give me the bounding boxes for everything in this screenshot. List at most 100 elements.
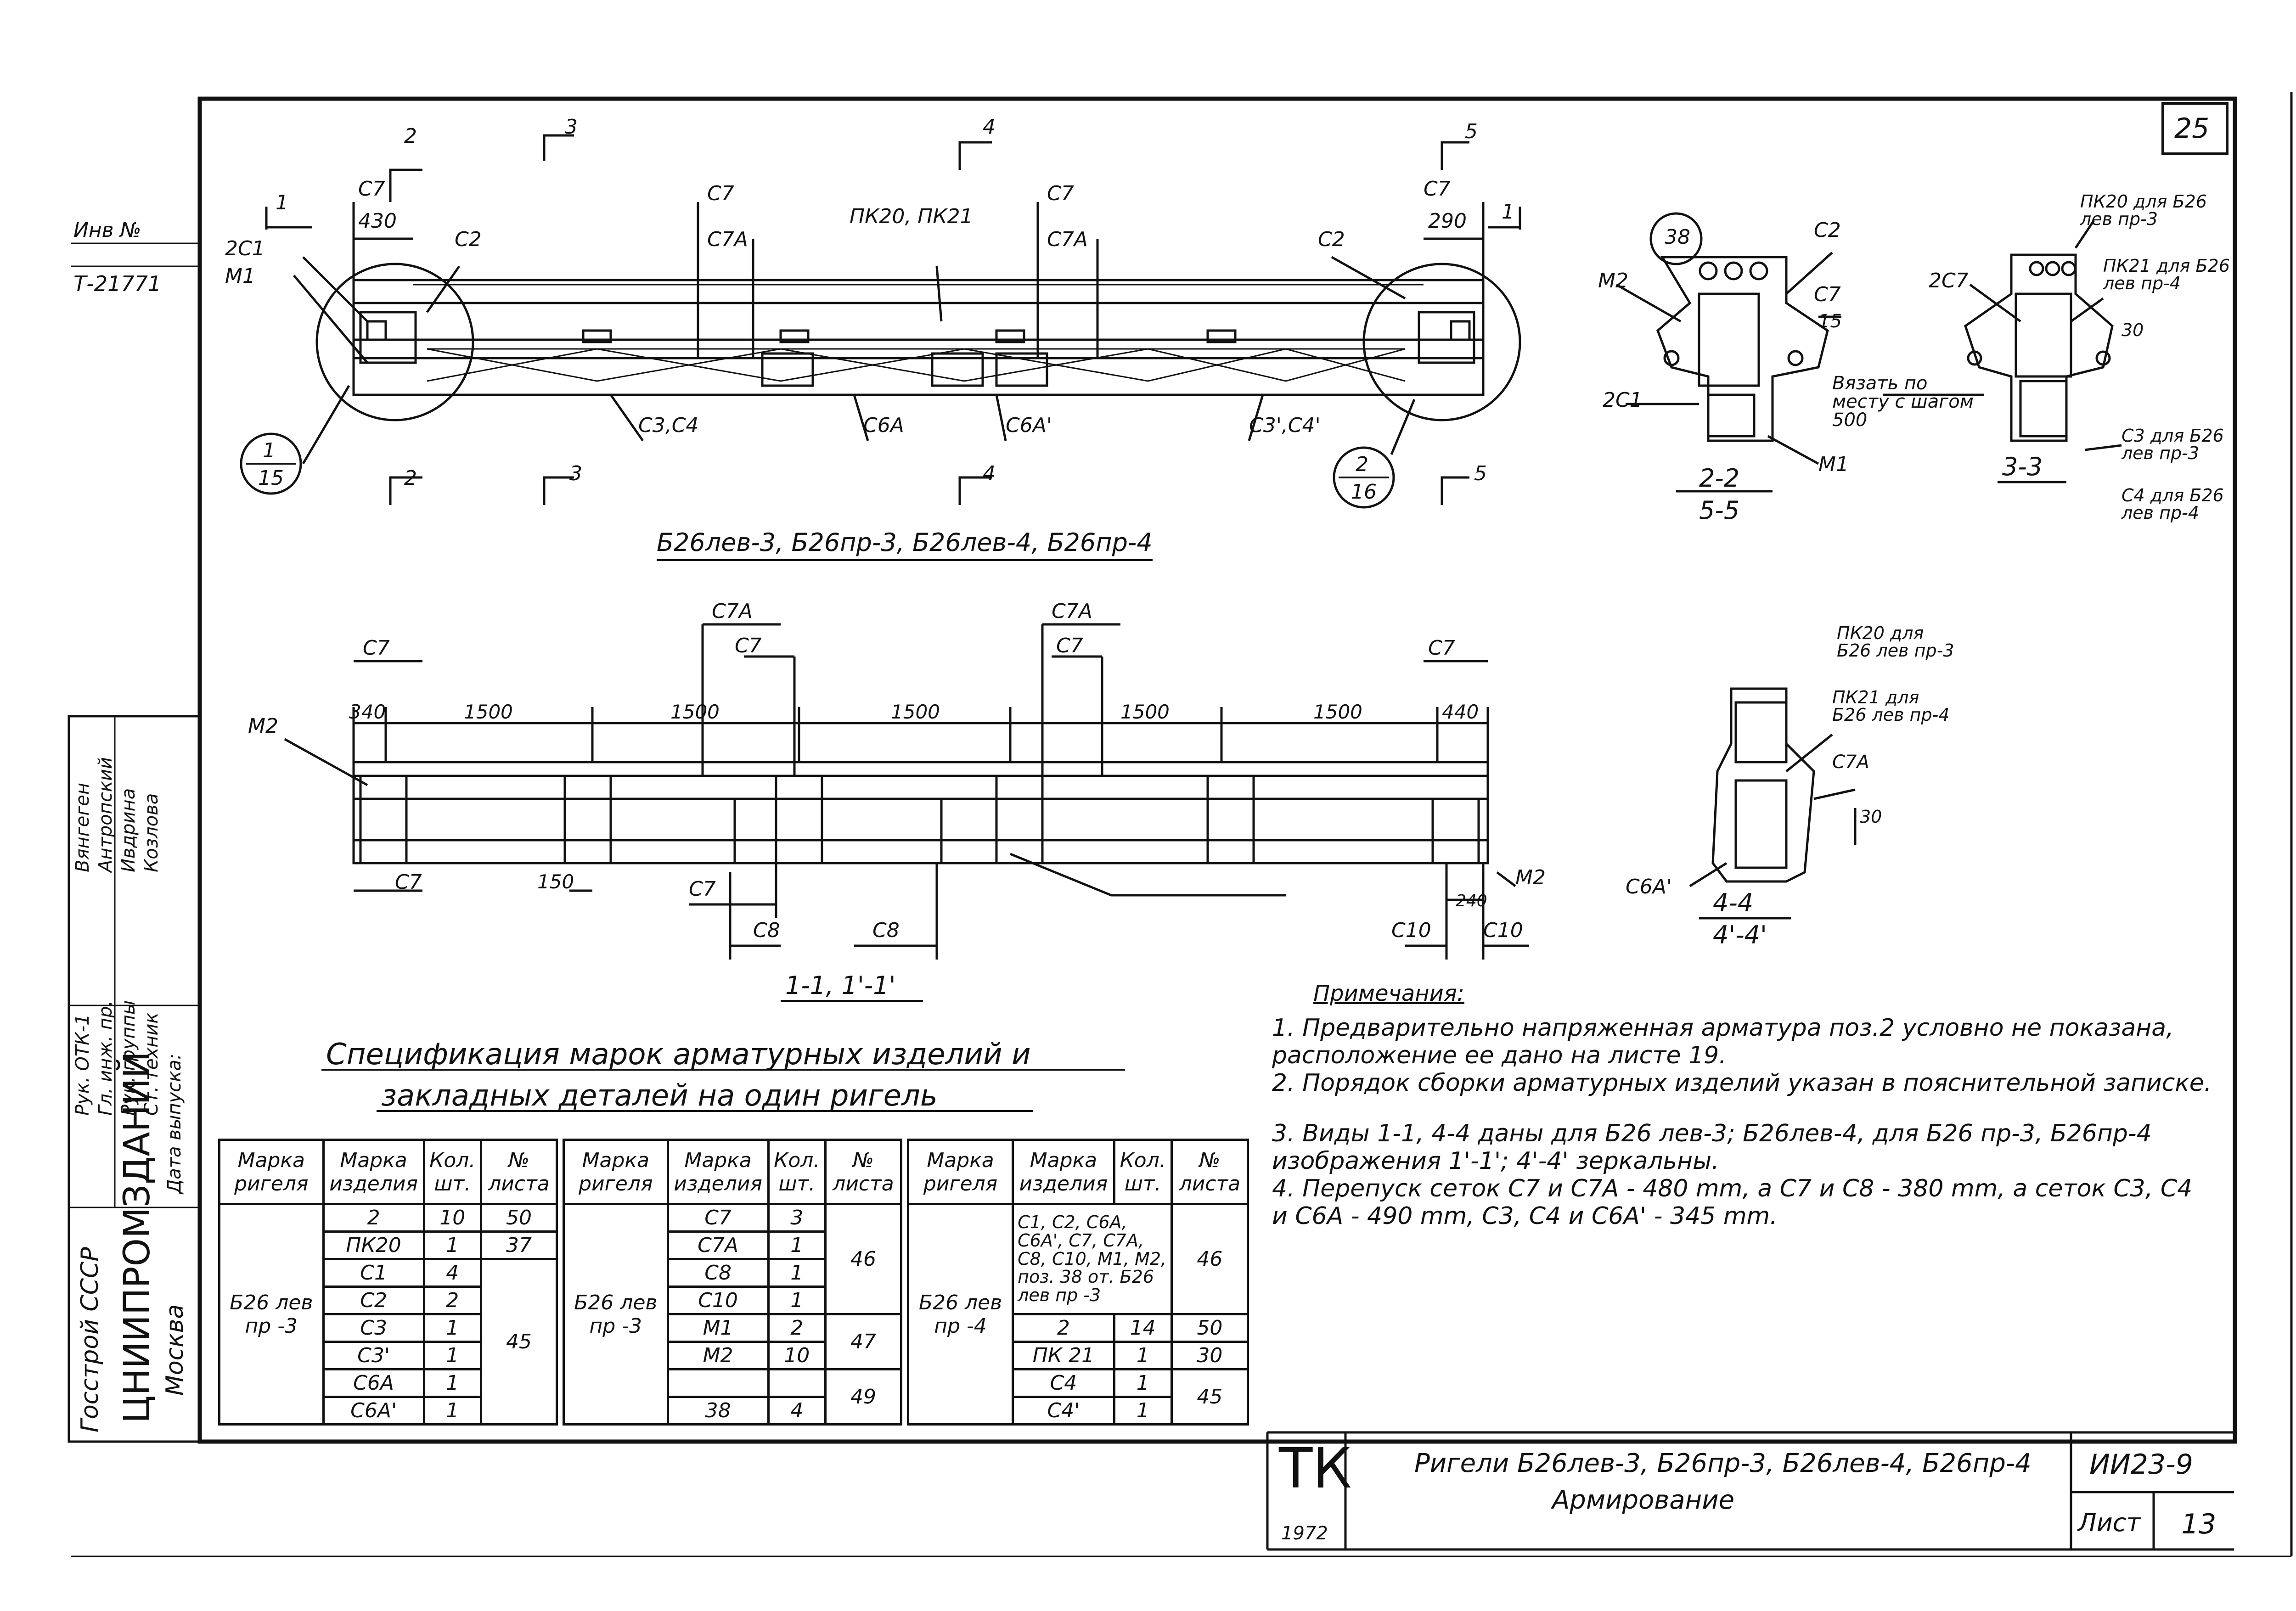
sec33-caption: 3-3: [2002, 452, 2043, 481]
sec22-m1: М1: [1818, 453, 1849, 476]
t3-mark: Б26 лев пр -4: [906, 1203, 1014, 1426]
t1-r1-sheet: 37: [479, 1230, 558, 1260]
plan-m2-left: М2: [248, 714, 278, 738]
label-m1: М1: [225, 264, 255, 288]
plan-dim-1500-5: 1500: [1313, 701, 1362, 723]
t2-r6-item: [666, 1368, 770, 1398]
label-c7a-mid1: С7А: [707, 228, 748, 251]
sec44-c6a-prime: С6А': [1626, 875, 1672, 898]
sec33-pk20: ПК20 для Б26 лев пр-3: [2080, 191, 2207, 229]
spec-title-1: Спецификация марок арматурных изделий и: [326, 1038, 1031, 1072]
note-1: 1. Предварительно напряженная арматура п…: [1272, 1014, 2174, 1069]
plan-dim-150: 150: [537, 870, 574, 893]
plan-dim-1500-4: 1500: [1120, 701, 1170, 723]
t3-r1-qty: 1: [1113, 1341, 1173, 1370]
cut-label-2-bottom: 2: [404, 466, 417, 490]
t1-r5-item: С3': [322, 1341, 425, 1370]
t2-h-qty: Кол. шт.: [767, 1139, 827, 1205]
plan-dim-340: 340: [349, 701, 386, 723]
callout-left-sheet: 15: [258, 466, 284, 490]
t1-mark: Б26 лев пр -3: [218, 1203, 325, 1426]
cut-label-5-top: 5: [1465, 120, 1478, 143]
cut-label-1-right: 1: [1502, 200, 1514, 224]
label-c6a: С6А: [863, 414, 904, 437]
t1-h-qty: Кол. шт.: [422, 1139, 482, 1205]
name-2: Антропский: [95, 757, 116, 872]
stamp-doc: ИИ23-9: [2089, 1448, 2193, 1481]
t2-sheet-46: 46: [824, 1203, 903, 1315]
plan-c7-bl: С7: [395, 870, 422, 894]
plan-dim-1500-2: 1500: [670, 701, 720, 723]
t3-r3-qty: 1: [1113, 1396, 1173, 1426]
stamp-sheet-number: 13: [2181, 1508, 2217, 1540]
stamp-tk: ТК: [1279, 1437, 1352, 1501]
plan-c7a-2: С7А: [1052, 600, 1092, 623]
sec33-c3: С3 для Б26 лев пр-3: [2122, 426, 2224, 463]
plan-c7a-1: С7А: [712, 600, 753, 623]
plan-m2-right: М2: [1515, 866, 1546, 889]
role-5: Дата выпуска:: [164, 1053, 185, 1194]
t2-r0-qty: 3: [767, 1203, 827, 1233]
sheet-number: 25: [2174, 112, 2210, 145]
sec44-c7a: С7А: [1832, 752, 1869, 773]
t1-r6-qty: 1: [422, 1368, 482, 1398]
t3-h-sheet: № листа: [1170, 1139, 1249, 1205]
role-3: Рук. группы: [118, 1000, 139, 1116]
plan-c7-2: С7: [1056, 634, 1083, 657]
t2-h-item: Марка изделия: [666, 1139, 770, 1205]
t1-r0-qty: 10: [422, 1203, 482, 1233]
t1-r4-qty: 1: [422, 1313, 482, 1343]
name-1: Вянгеген: [72, 782, 93, 872]
plan-c10-2: С10: [1483, 919, 1523, 942]
note-2: 2. Порядок сборки арматурных изделий ука…: [1272, 1069, 2212, 1097]
t2-h-sheet: № листа: [824, 1139, 903, 1205]
stamp-title: Ригели Б26лев-3, Б26пр-3, Б26лев-4, Б26п…: [1414, 1448, 2032, 1478]
t3-first: С1, С2, С6А, С6А', С7, С7А, С8, С10, М1,…: [1012, 1203, 1173, 1315]
t2-r5-item: М2: [666, 1341, 770, 1370]
t1-r2-qty: 4: [422, 1258, 482, 1288]
plan-c7-right: С7: [1428, 636, 1455, 660]
t2-r4-qty: 2: [767, 1313, 827, 1343]
t1-r1-qty: 1: [422, 1230, 482, 1260]
plan-c10-1: С10: [1391, 919, 1431, 942]
inv-label: Инв №: [73, 219, 141, 242]
plan-dim-1500-1: 1500: [464, 701, 513, 723]
t2-r4-item: М1: [666, 1313, 770, 1343]
cut-label-2-top: 2: [404, 124, 417, 148]
t1-r0-sheet: 50: [479, 1203, 558, 1233]
t2-r5-qty: 10: [767, 1341, 827, 1370]
t2-r0-item: С7: [666, 1203, 770, 1233]
sec22-c2: С2: [1814, 219, 1841, 242]
t1-r7-item: С6А': [322, 1396, 425, 1426]
label-c7-right: С7: [1424, 177, 1451, 201]
cut-label-3-top: 3: [565, 115, 578, 139]
t1-r2-item: С1: [322, 1258, 425, 1288]
t3-r2-item: С4: [1012, 1368, 1115, 1398]
spec-table-1: Марка ригеля Марка изделия Кол. шт. № ли…: [218, 1139, 558, 1426]
t2-h-mark: Марка ригеля: [563, 1139, 669, 1205]
role-1: Рук. ОТК-1: [72, 1014, 93, 1116]
role-4: Ст. техник: [141, 1012, 162, 1116]
t2-r7-item: 38: [666, 1396, 770, 1426]
label-c7-left: С7: [358, 177, 385, 201]
t1-r1-item: ПК20: [322, 1230, 425, 1260]
sec44-pk20: ПК20 для Б26 лев пр-3: [1837, 623, 1954, 661]
t2-mark: Б26 лев пр -3: [563, 1203, 669, 1426]
label-c3c4: С3,С4: [638, 414, 699, 437]
sec22-38: 38: [1665, 225, 1690, 249]
sec33-tie-note: Вязать по месту с шагом 500: [1832, 373, 1974, 431]
t3-h-qty: Кол. шт.: [1113, 1139, 1173, 1205]
plan-c7-left: С7: [363, 636, 390, 660]
plan-c8-1: С8: [753, 919, 780, 942]
top-view-caption: Б26лев-3, Б26пр-3, Б26лев-4, Б26пр-4: [657, 528, 1153, 557]
stamp-subtitle: Армирование: [1552, 1485, 1735, 1515]
t2-r1-qty: 1: [767, 1230, 827, 1260]
sec22-sub: 5-5: [1699, 496, 1740, 525]
t3-r1-sheet: 30: [1170, 1341, 1249, 1370]
note-3: 3. Виды 1-1, 4-4 даны для Б26 лев-3; Б26…: [1272, 1120, 2152, 1175]
t3-r0-sheet: 50: [1170, 1313, 1249, 1343]
spec-table-2: Марка ригеля Марка изделия Кол. шт. № ли…: [563, 1139, 903, 1426]
t2-r3-item: С10: [666, 1285, 770, 1315]
t3-h-mark: Марка ригеля: [906, 1139, 1014, 1205]
